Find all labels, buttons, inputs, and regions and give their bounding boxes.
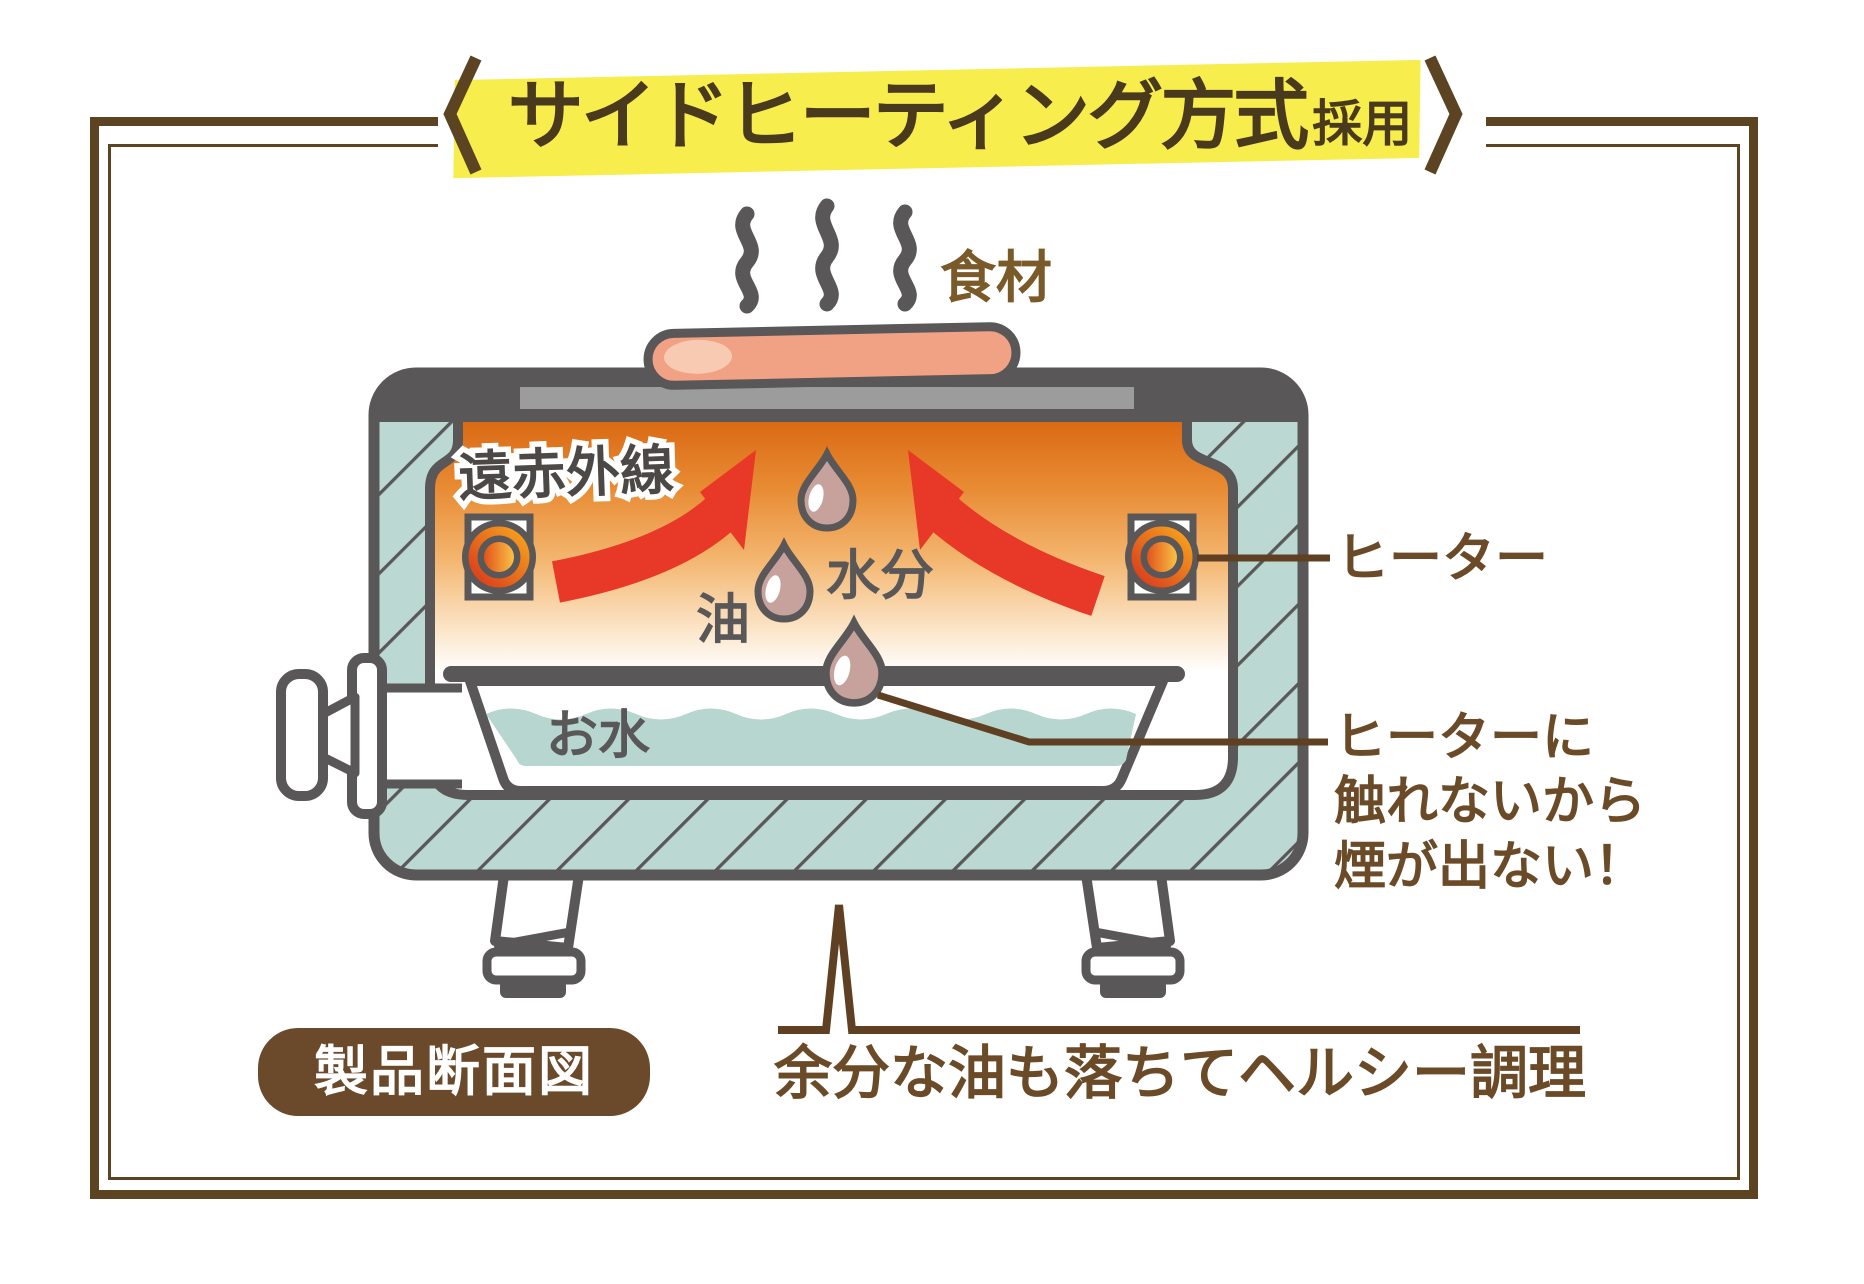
tray-channel xyxy=(378,683,464,789)
oil-label: 油 xyxy=(696,588,750,651)
left-bracket-icon xyxy=(443,55,482,175)
droplet-falling xyxy=(822,614,886,707)
left-heat-arrow-icon xyxy=(552,450,756,603)
grill-plate xyxy=(512,379,1142,417)
steam-icon xyxy=(735,198,917,314)
title-banner: サイドヒーティング方式 採用 xyxy=(428,48,1492,184)
droplet-pointer-line xyxy=(876,691,1328,746)
right-heat-arrow-icon xyxy=(908,450,1105,616)
water-label: お水 xyxy=(546,706,651,766)
cross-section-badge: 製品断面図 xyxy=(258,1028,650,1116)
food-label: 食材 xyxy=(940,246,1052,311)
right-leg xyxy=(1080,863,1185,998)
title-suffix: 採用 xyxy=(1312,95,1413,153)
no-smoke-note: ヒーターに 触れないから 煙が出ない！ xyxy=(1334,708,1647,897)
moisture-label: 水分 xyxy=(826,544,934,607)
right-heater xyxy=(1125,513,1199,601)
left-heater xyxy=(462,513,536,601)
healthy-note: 余分な油も落ちてヘルシー調理 xyxy=(773,1039,1586,1107)
droplet-oil xyxy=(754,537,814,623)
title-main: サイドヒーティング方式 xyxy=(507,71,1309,160)
title-text: サイドヒーティング方式 採用 xyxy=(428,48,1492,184)
left-leg xyxy=(482,863,586,998)
heater-label: ヒーター xyxy=(1336,528,1548,589)
food xyxy=(643,322,1021,390)
tray-handle xyxy=(276,653,387,819)
right-bracket-icon xyxy=(1424,55,1463,175)
healthy-pointer-line xyxy=(778,904,1580,1034)
droplet-top xyxy=(797,446,857,532)
far-infrared-label: 遠赤外線 xyxy=(457,438,675,508)
